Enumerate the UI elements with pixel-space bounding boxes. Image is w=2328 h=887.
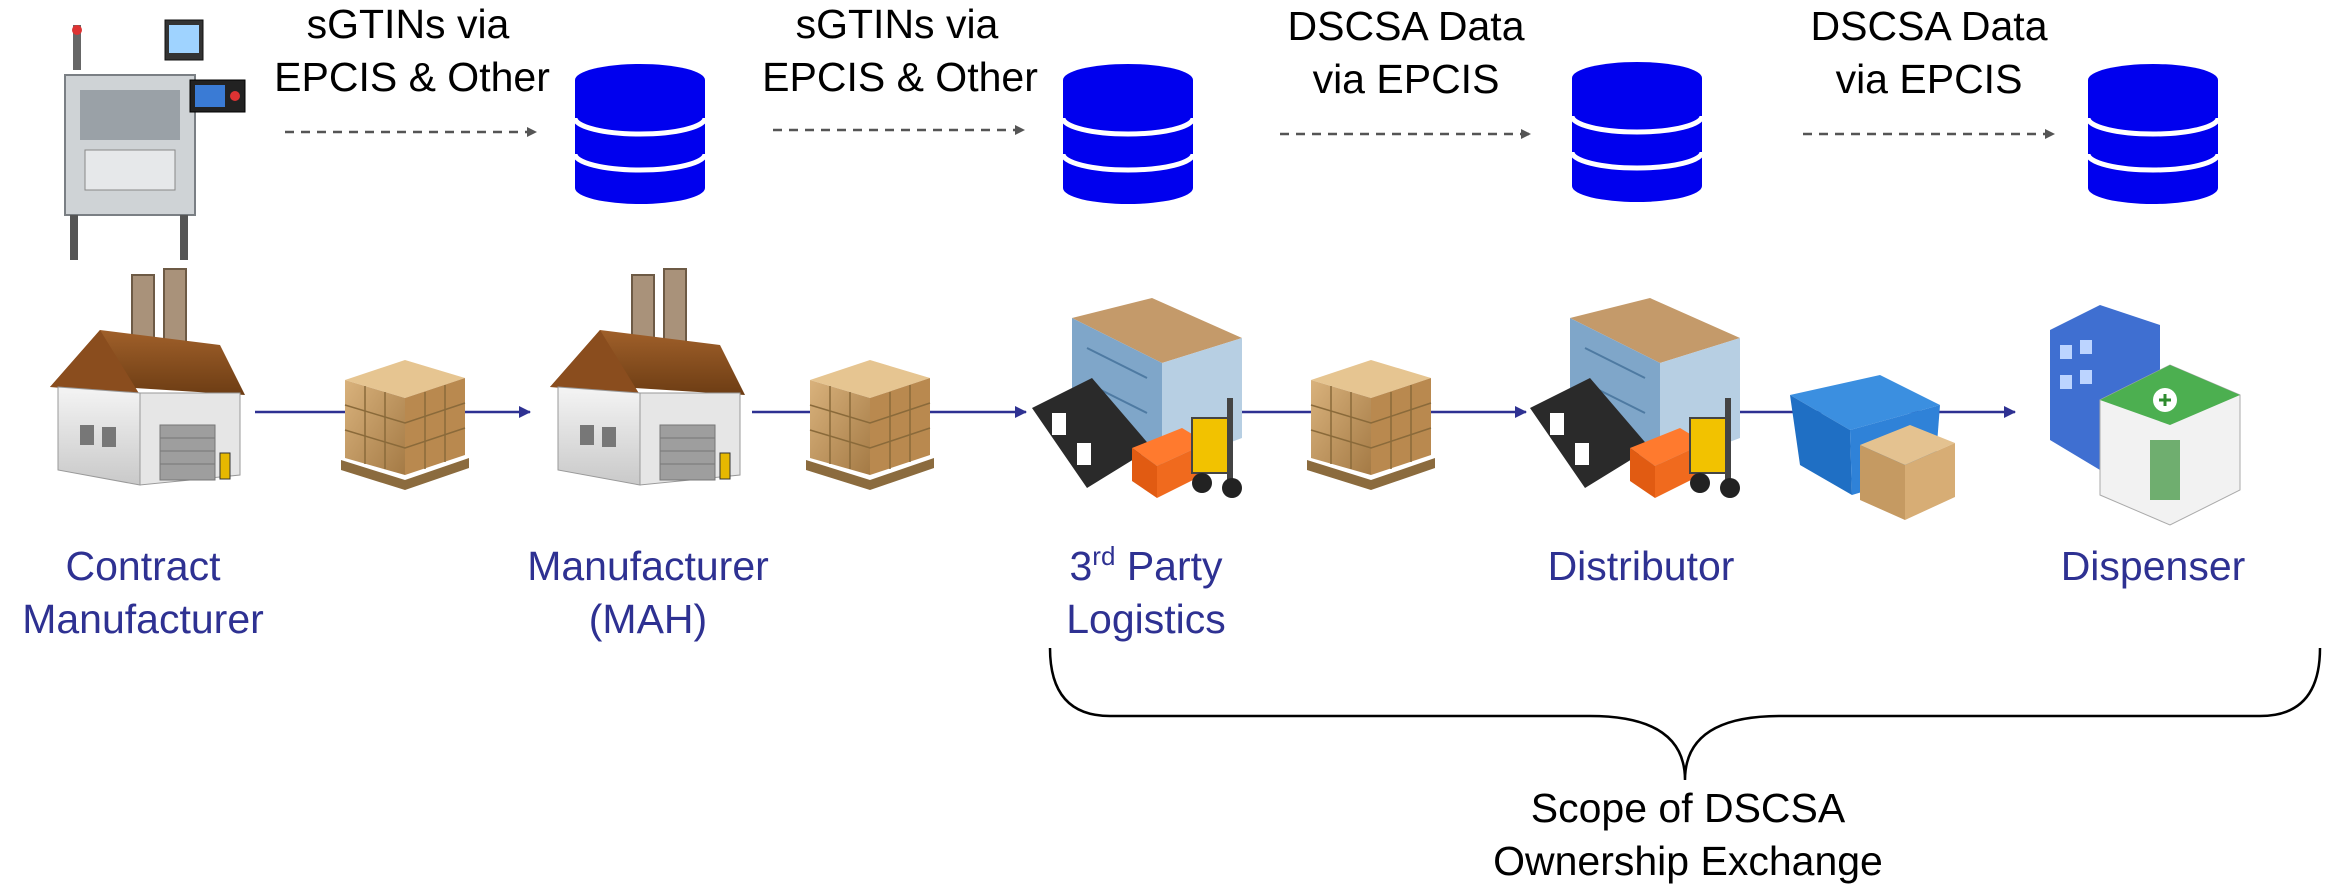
factory-icon (549, 268, 746, 486)
svg-text:DSCSA Data: DSCSA Data (1288, 3, 1525, 49)
pallet-icon (340, 359, 470, 491)
svg-text:DSCSA Data: DSCSA Data (1811, 3, 2048, 49)
svg-text:EPCIS & Other: EPCIS & Other (762, 54, 1038, 100)
pharmacy-icon (2050, 305, 2241, 526)
node-3pl: 3rd Party Logistics (1066, 541, 1226, 642)
factory-icon (49, 268, 246, 486)
pallet-icon (1306, 359, 1436, 491)
node-contract-manufacturer: Contract Manufacturer (22, 543, 264, 642)
node-dispenser: Dispenser (2061, 543, 2246, 589)
scope-brace (1048, 647, 2322, 781)
database-icon (1572, 62, 1702, 202)
tote-and-box-icon (1790, 375, 1955, 520)
database-icon (2088, 64, 2218, 204)
svg-text:EPCIS & Other: EPCIS & Other (274, 54, 550, 100)
flow-label-1: sGTINs via EPCIS & Other (274, 1, 550, 100)
serialization-machine-icon (64, 19, 246, 260)
svg-text:Manufacturer: Manufacturer (527, 543, 769, 589)
svg-text:Ownership Exchange: Ownership Exchange (1493, 838, 1883, 884)
svg-text:sGTINs via: sGTINs via (307, 1, 510, 47)
svg-text:Logistics: Logistics (1066, 596, 1226, 642)
node-distributor: Distributor (1548, 543, 1735, 589)
flow-label-3: DSCSA Data via EPCIS (1288, 3, 1525, 102)
svg-text:via EPCIS: via EPCIS (1836, 56, 2023, 102)
scope-label: Scope of DSCSA Ownership Exchange (1493, 785, 1883, 884)
database-icon (1063, 64, 1193, 204)
svg-text:Distributor: Distributor (1548, 543, 1735, 589)
warehouse-icon (1031, 297, 1243, 499)
node-manufacturer-mah: Manufacturer (MAH) (527, 543, 769, 642)
svg-text:Contract: Contract (66, 543, 222, 589)
warehouse-icon (1529, 297, 1741, 499)
svg-text:Scope of DSCSA: Scope of DSCSA (1531, 785, 1846, 831)
pallet-icon (805, 359, 935, 491)
svg-text:Dispenser: Dispenser (2061, 543, 2246, 589)
database-icon (575, 64, 705, 204)
svg-text:via EPCIS: via EPCIS (1313, 56, 1500, 102)
flow-label-4: DSCSA Data via EPCIS (1811, 3, 2048, 102)
svg-text:sGTINs via: sGTINs via (796, 1, 999, 47)
svg-text:Manufacturer: Manufacturer (22, 596, 264, 642)
svg-text:3rd Party: 3rd Party (1069, 541, 1223, 589)
flow-label-2: sGTINs via EPCIS & Other (762, 1, 1038, 100)
svg-text:(MAH): (MAH) (589, 596, 707, 642)
